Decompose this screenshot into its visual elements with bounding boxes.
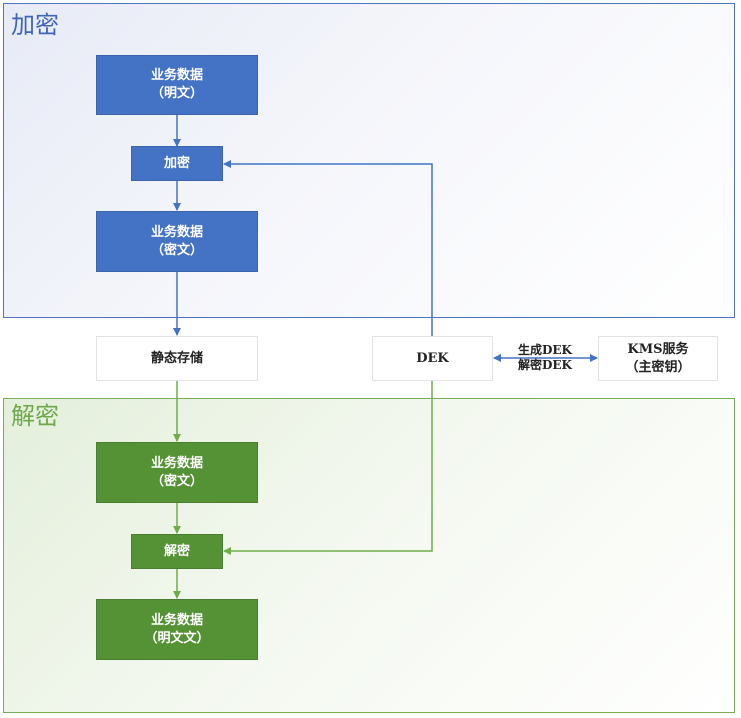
node-decrypt-step-label: 解密 [163,543,190,559]
node-plain-data-2-line2: （明文文） [144,630,210,646]
node-decrypt-step: 解密 [131,534,223,569]
node-plain-data-line1: 业务数据 [150,68,203,83]
node-static-storage: 静态存储 [96,336,258,381]
edge-dek-kms-label-line1: 生成DEK [518,343,572,357]
node-cipher-data-line1: 业务数据 [150,224,203,240]
node-cipher-data-2: 业务数据 （密文） [96,442,258,503]
node-cipher-data-line2: （密文） [150,242,203,258]
node-plain-data-line2: （明文） [150,86,203,101]
node-cipher-data-2-line2: （密文） [150,473,203,489]
node-static-storage-label: 静态存储 [150,350,203,366]
node-dek-label: DEK [416,350,449,366]
node-plain-data-2: 业务数据 （明文文） [96,599,258,660]
decrypt-region-title: 解密 [11,402,59,430]
node-plain-data-2-line1: 业务数据 [150,612,203,628]
edge-dek-kms-label-line2: 解密DEK [518,358,572,372]
node-kms-line2: （主密钥） [625,359,691,375]
node-cipher-data-2-line1: 业务数据 [150,455,203,471]
node-encrypt-step-label: 加密 [163,155,190,171]
node-dek: DEK [372,336,493,381]
node-encrypt-step: 加密 [131,146,223,181]
node-kms-line1: KMS服务 [627,341,689,357]
encrypt-region-title: 加密 [11,11,59,39]
node-cipher-data: 业务数据 （密文） [96,211,258,272]
node-kms: KMS服务 （主密钥） [598,336,718,381]
node-plain-data: 业务数据 （明文） [96,55,258,115]
edge-dek-kms-label: 生成DEK 解密DEK [510,343,580,373]
